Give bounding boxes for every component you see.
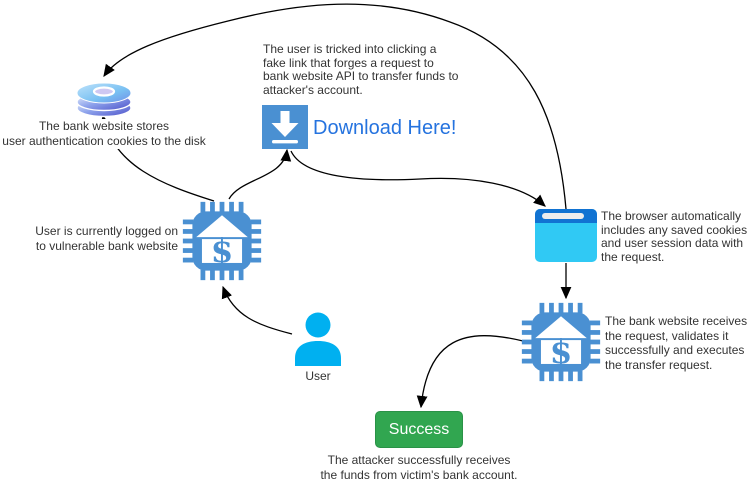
browser-caption: The browser automatically includes any s… [601,209,750,264]
user-label: User [288,369,348,384]
browser-window-icon [535,209,597,262]
bank-chip-icon: $ [180,199,264,288]
logged-on-caption: User is currently logged on to vulnerabl… [0,224,178,254]
success-button-label: Success [388,420,450,438]
arrow-browser-to-disk [103,3,567,210]
arrow-download-to-browser [290,150,546,207]
svg-text:$: $ [211,232,234,270]
disk-caption: The bank website stores user authenticat… [0,119,214,149]
user-icon [294,312,342,373]
arrow-chip-to-download [228,148,292,200]
arrow-user-to-chip [221,285,293,335]
svg-text:$: $ [550,333,573,371]
bank-chip-icon: $ [519,300,603,389]
browser-address-bar [542,213,584,219]
success-button[interactable]: Success [375,411,463,448]
download-icon[interactable] [262,105,308,149]
download-link[interactable]: Download Here! [313,117,457,140]
browser-titlebar [535,209,597,223]
arrow-chip2-to-success [416,335,524,409]
receives-caption: The bank website receives the request, v… [605,314,750,372]
success-caption: The attacker successfully receives the f… [304,453,534,483]
database-disk-icon [75,78,133,123]
phish-description: The user is tricked into clicking a fake… [263,42,473,97]
